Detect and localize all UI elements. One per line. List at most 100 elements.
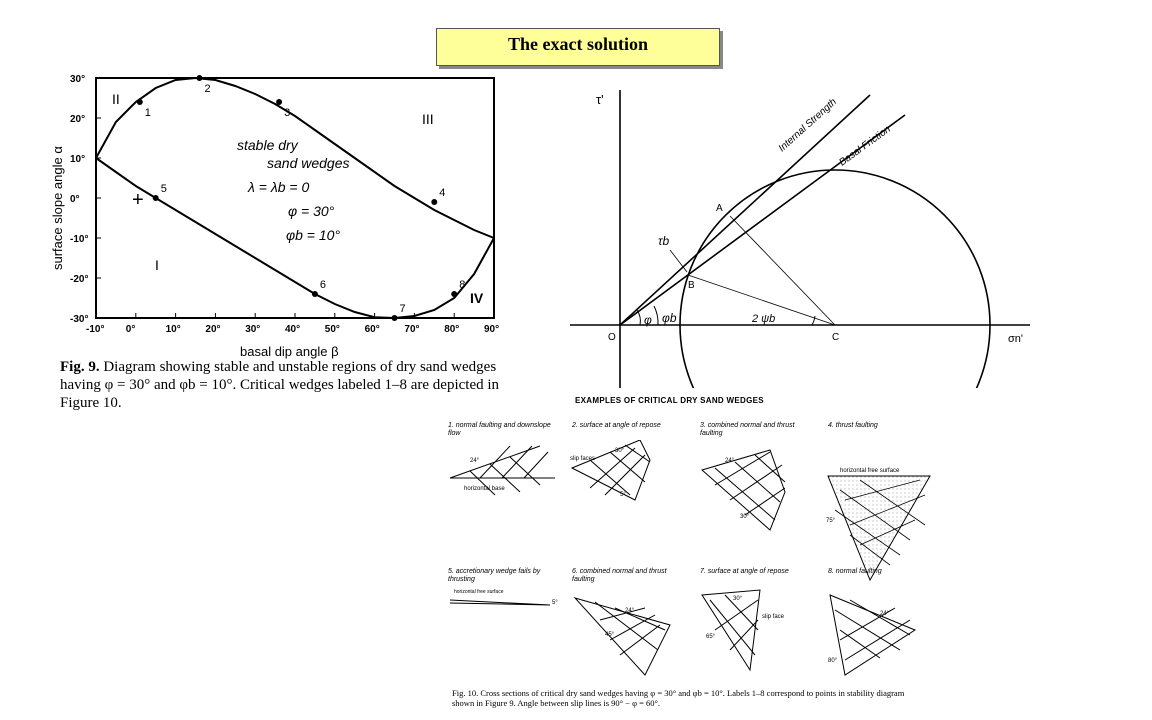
p5-surface: horizontal free surface	[454, 589, 504, 595]
critical-point-8	[451, 291, 458, 297]
critical-point-1	[136, 99, 143, 105]
wedge-6	[573, 597, 671, 676]
x-tick-label: 70°	[404, 324, 419, 335]
p2-small: 5°	[620, 492, 626, 498]
fig10-caption: Fig. 10. Cross sections of critical dry …	[452, 688, 905, 708]
p8-angle: 24°	[880, 611, 890, 617]
phi-b-arc	[653, 305, 659, 326]
p8-angle2: 80°	[828, 658, 838, 664]
wedge-1	[449, 445, 555, 496]
y-tick-label: -30°	[70, 314, 88, 325]
critical-point-label-4: 4	[439, 187, 445, 199]
annot-line-2: sand wedges	[267, 155, 350, 171]
critical-point-label-6: 6	[320, 279, 326, 291]
region-IV: IV	[470, 290, 484, 306]
critical-point-label-1: 1	[145, 107, 151, 119]
x-tick-label: 50°	[325, 324, 340, 335]
panel-4-label: 4. thrust faulting	[828, 422, 878, 429]
x-tick-label: 90°	[484, 324, 499, 335]
basal-friction-line	[619, 114, 906, 326]
x-tick-label: -10°	[86, 324, 104, 335]
critical-point-label-3: 3	[284, 107, 290, 119]
p2-slip: slip faces	[570, 456, 595, 462]
p4-angle: 75°	[826, 518, 836, 524]
p1-angle: 24°	[470, 458, 480, 464]
fig10-heading: EXAMPLES OF CRITICAL DRY SAND WEDGES	[575, 396, 764, 405]
x-axis-label: basal dip angle β	[240, 344, 339, 359]
y-tick-label: 0°	[70, 194, 80, 205]
point-A: A	[716, 203, 723, 214]
critical-point-label-8: 8	[459, 279, 465, 291]
critical-point-label-7: 7	[400, 303, 406, 315]
p7-slip: slip face	[762, 614, 785, 620]
x-tick-label: 20°	[205, 324, 220, 335]
panel-5-label: 5. accretionary wedge fails by thrusting	[448, 568, 541, 583]
region-III: III	[422, 111, 434, 127]
wedge-8	[829, 594, 917, 676]
p7-angle2: 65°	[706, 634, 716, 640]
point-C: C	[832, 332, 839, 343]
y-tick-label: -20°	[70, 274, 88, 285]
panel-2-label: 2. surface at angle of repose	[572, 422, 661, 429]
wedge-7	[701, 589, 761, 672]
critical-point-label-2: 2	[204, 83, 210, 95]
tau-b-arrow	[669, 249, 688, 273]
x-tick-label: 60°	[365, 324, 380, 335]
p1-base: horizontal base	[464, 486, 505, 492]
point-B: B	[688, 280, 695, 291]
fig10-wedge-sketches: 24° horizontal base 30° slip faces 5° 24…	[449, 440, 931, 676]
critical-point-7	[391, 315, 398, 321]
origin-label: O	[608, 332, 616, 343]
wedge-3	[700, 449, 786, 531]
wedge-5	[449, 599, 551, 606]
phi-label: φ	[644, 313, 652, 327]
region-II: II	[112, 91, 120, 107]
p3-angle: 24°	[725, 458, 735, 464]
panel-1-label: 1. normal faulting and downslope flow	[448, 422, 551, 437]
critical-point-6	[311, 291, 318, 297]
internal-strength-line	[619, 94, 871, 326]
y-tick-label: 20°	[70, 114, 85, 125]
annot-line-1: stable dry	[237, 137, 299, 153]
y-tick-label: 10°	[70, 154, 85, 165]
tau-b-label: τb	[658, 234, 669, 248]
mohr-circle	[679, 169, 991, 388]
wedge-2	[570, 440, 651, 501]
y-tick-label: -10°	[70, 234, 88, 245]
tau-label: τ'	[596, 92, 604, 107]
annot-line-5: φb = 10°	[286, 227, 340, 243]
critical-point-label-5: 5	[161, 183, 167, 195]
p2-angle: 30°	[615, 448, 625, 454]
fig9-stability-chart: -10°0°10°20°30°40°50°60°70°80°90°30°20°1…	[50, 74, 499, 359]
fig9-caption-text: Diagram showing stable and unstable regi…	[60, 359, 500, 411]
two-psi-label: 2 ψb	[751, 313, 775, 325]
x-tick-label: 10°	[166, 324, 181, 335]
panel-6-label: 6. combined normal and thrust faulting	[572, 568, 667, 583]
critical-point-2	[196, 75, 203, 81]
basal-friction-label: Basal Friction	[837, 124, 893, 169]
critical-point-5	[152, 195, 159, 201]
phi-b-label: φb	[662, 311, 677, 325]
slide-title-text: The exact solution	[507, 33, 648, 54]
critical-point-3	[276, 99, 283, 105]
y-axis-label: surface slope angle α	[50, 146, 65, 270]
radius-to-A	[729, 215, 836, 326]
panel-8-label: 8. normal faulting	[828, 568, 882, 575]
wedge-4	[827, 475, 931, 582]
x-tick-label: 30°	[245, 324, 260, 335]
upper-boundary-curve	[95, 76, 495, 239]
panel-3-label: 3. combined normal and thrust faulting	[700, 422, 795, 437]
fig9-caption: Fig. 9. Diagram showing stable and unsta…	[60, 358, 530, 412]
fig9-caption-label: Fig. 9.	[60, 359, 100, 375]
phi-arc	[636, 309, 641, 326]
x-tick-label: 40°	[285, 324, 300, 335]
p6-angle: 24°	[625, 608, 635, 614]
panel-7-label: 7. surface at angle of repose	[700, 568, 789, 575]
y-tick-label: 30°	[70, 74, 85, 85]
radius-to-B	[687, 274, 836, 326]
annot-line-4: φ = 30°	[288, 203, 335, 219]
internal-strength-label: Internal Strength	[777, 96, 840, 154]
p6-angle2: 45°	[605, 632, 615, 638]
annot-line-3: λ = λb = 0	[247, 179, 309, 195]
lower-boundary-curve	[95, 157, 495, 320]
